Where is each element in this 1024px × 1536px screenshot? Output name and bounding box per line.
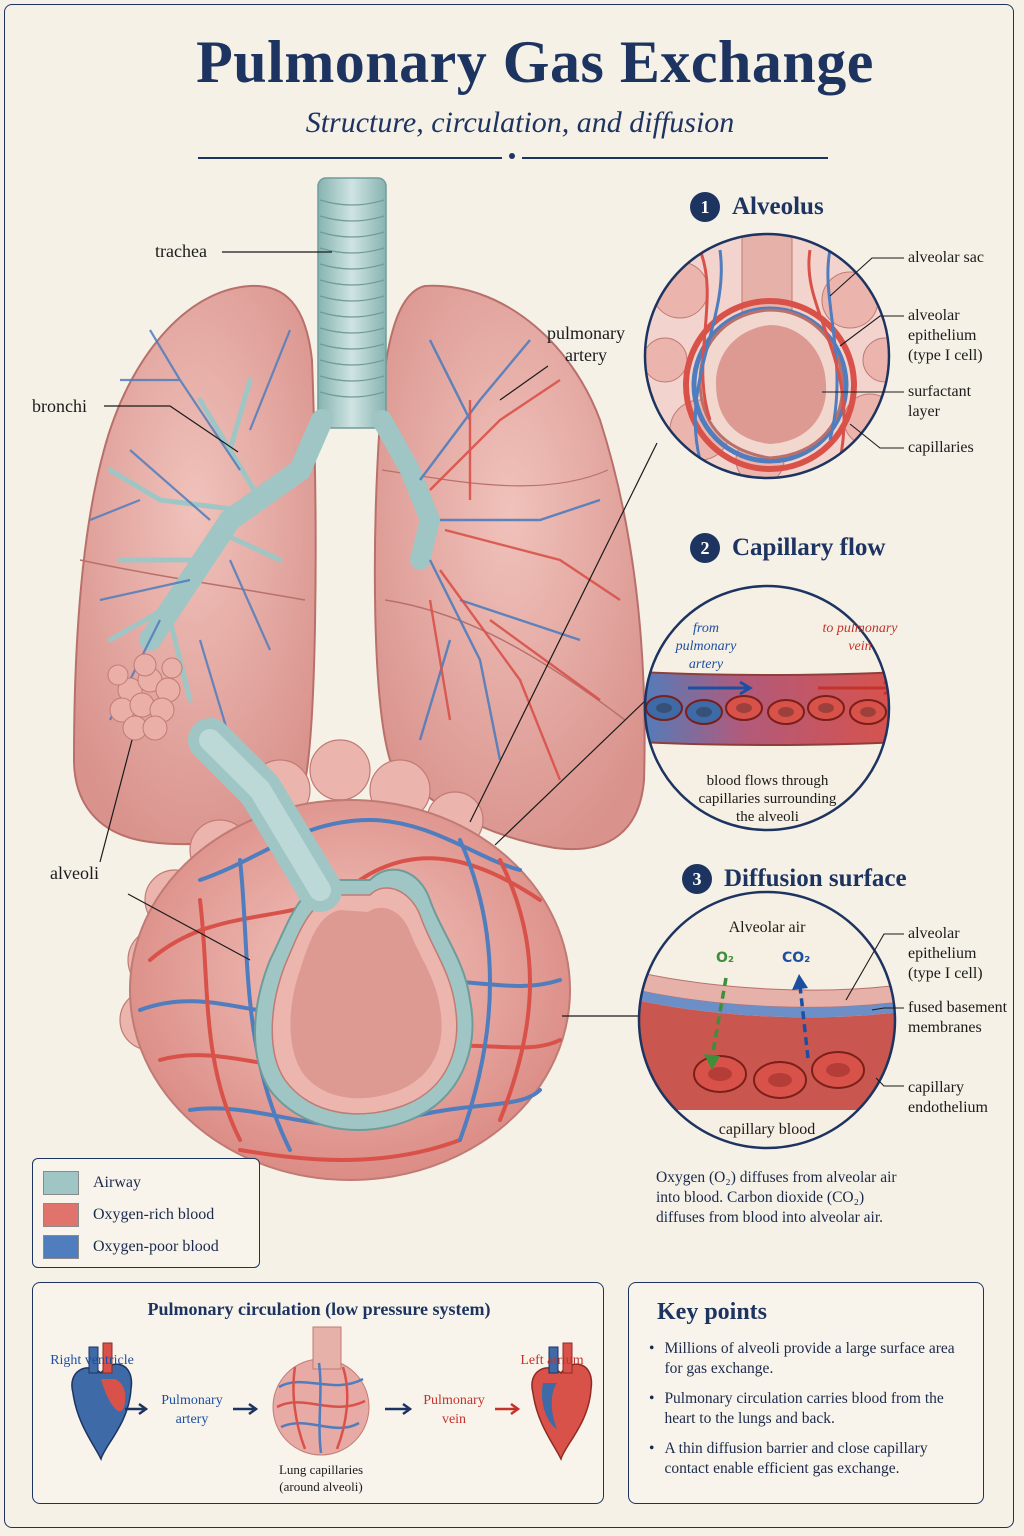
alveolus-detail [645,234,889,478]
label-left-atrium: Left atrium [520,1353,584,1368]
title-divider-left [198,157,502,159]
label-capillary-endothelium: capillary endothelium [908,1079,988,1116]
label-bronchi: bronchi [32,396,87,416]
bullet-icon: • [649,1440,655,1457]
label-from-pulmonary-artery: from pulmonary artery [675,621,737,672]
section-title: Capillary flow [732,534,886,561]
section-number: 3 [682,864,712,894]
label-alveolar-epithelium: alveolar epithelium (type I cell) [908,307,983,364]
label-circ-pulmonary-artery: Pulmonary artery [161,1393,223,1427]
legend-item-airway: Airway [43,1171,141,1195]
label-to-pulmonary-vein: to pulmonary vein [822,621,898,654]
label-pulmonary-artery: pulmonary artery [547,323,625,365]
legend-item-oxygen-rich: Oxygen-rich blood [43,1203,214,1227]
legend-swatch [43,1171,79,1195]
key-point-text: A thin diffusion barrier and close capil… [664,1440,928,1477]
section-title: Diffusion surface [724,865,907,892]
right-heart-icon [71,1342,133,1462]
section-capillary-flow-header: 2 Capillary flow [690,533,885,563]
legend-swatch [43,1203,79,1227]
label-capillary-blood: capillary blood [718,1121,816,1138]
circulation-diagram [71,1326,593,1462]
page-subtitle: Structure, circulation, and diffusion [305,106,735,139]
key-point-text: Millions of alveoli provide a large surf… [664,1340,955,1377]
bullet-icon: • [649,1390,655,1407]
legend-label: Airway [93,1174,141,1191]
capillary-flow-detail [645,586,889,830]
label-trachea: trachea [155,241,207,261]
key-points-title: Key points [657,1299,768,1325]
label-lung-capillaries: Lung capillaries (around alveoli) [278,1462,364,1494]
bullet-icon: • [649,1340,655,1357]
page-frame [4,4,1014,1528]
capillary-flow-caption: blood flows through capillaries surround… [698,773,837,825]
section-number: 1 [690,192,720,222]
key-point-text: Pulmonary circulation carries blood from… [664,1390,944,1427]
label-alveoli: alveoli [50,863,99,883]
section-number: 2 [690,533,720,563]
legend-label: Oxygen-rich blood [93,1206,215,1223]
label-diffusion-epithelium: alveolar epithelium (type I cell) [908,925,983,982]
title-divider-dot [509,153,515,159]
legend-label: Oxygen-poor blood [93,1238,219,1255]
label-capillaries: capillaries [908,439,974,456]
label-surfactant-layer: surfactant layer [908,383,972,420]
key-point-item: • Pulmonary circulation carries blood fr… [649,1389,969,1429]
title-divider-right [522,157,828,159]
label-right-ventricle: Right ventricle [50,1353,134,1368]
section-alveolus-header: 1 Alveolus [690,192,824,222]
key-point-item: • Millions of alveoli provide a large su… [649,1339,969,1379]
label-circ-pulmonary-vein: Pulmonary vein [423,1393,485,1427]
legend-swatch [43,1235,79,1259]
circulation-panel: Pulmonary circulation (low pressure syst… [32,1282,604,1504]
section-title: Alveolus [732,193,824,220]
legend-item-oxygen-poor: Oxygen-poor blood [43,1235,219,1259]
diffusion-surface-detail [639,892,895,1148]
section-diffusion-header: 3 Diffusion surface [682,864,907,894]
lung-capillaries-icon [272,1326,370,1456]
diffusion-caption: Oxygen (O₂) diffuses from alveolar air i… [656,1169,897,1226]
key-points-panel: Key points • Millions of alveoli provide… [628,1282,984,1504]
label-alveolar-sac: alveolar sac [908,249,984,266]
label-o2: O₂ [716,950,735,966]
legend: Airway Oxygen-rich blood Oxygen-poor blo… [32,1158,260,1268]
left-heart-icon [531,1342,593,1462]
page-title: Pulmonary Gas Exchange [196,29,874,95]
circulation-title: Pulmonary circulation (low pressure syst… [147,1299,491,1319]
label-co2: CO₂ [782,950,811,966]
label-fused-basement-membranes: fused basement membranes [908,999,1008,1036]
key-point-item: • A thin diffusion barrier and close cap… [649,1439,969,1479]
label-alveolar-air: Alveolar air [728,919,806,936]
